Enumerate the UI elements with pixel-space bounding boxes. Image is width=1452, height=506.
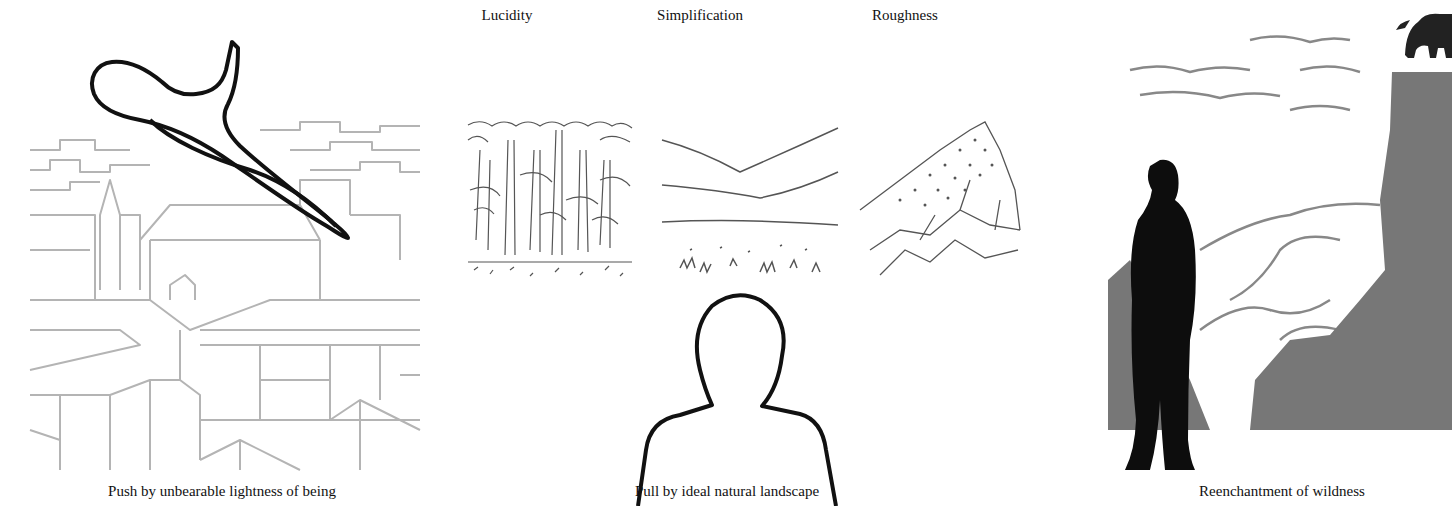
wild-landscape — [1108, 14, 1452, 470]
diving-figure — [92, 42, 348, 238]
column-heading: Lucidity — [482, 6, 533, 24]
diving-figure-leg — [150, 120, 336, 226]
panel-caption: Pull by ideal natural landscape — [635, 482, 819, 500]
viewer-head — [638, 295, 836, 506]
mountain-sketch — [860, 122, 1020, 275]
forest-sketch — [468, 122, 632, 276]
hills-sketch — [662, 128, 838, 272]
column-heading: Roughness — [872, 6, 938, 24]
panel-caption: Push by unbearable lightness of being — [108, 482, 336, 500]
panel-caption: Reenchantment of wildness — [1199, 482, 1365, 500]
column-heading: Simplification — [657, 6, 743, 24]
city-sketch — [30, 122, 420, 470]
